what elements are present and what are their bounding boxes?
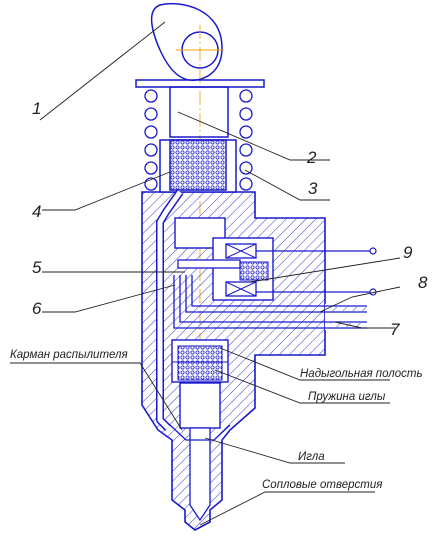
callout-8: 8 <box>418 273 428 292</box>
needle-guide <box>179 382 221 429</box>
callout-2: 2 <box>306 148 317 167</box>
needle-spring <box>177 345 223 381</box>
plunger-rod <box>169 86 229 138</box>
spray-pocket <box>169 424 231 441</box>
callout-9: 9 <box>403 243 413 262</box>
plunger <box>169 139 227 191</box>
valve-armature <box>177 259 241 269</box>
fuel-lines <box>173 275 365 329</box>
callout-4: 4 <box>32 202 41 221</box>
cam <box>150 2 224 81</box>
leader-lines <box>10 21 401 526</box>
needle <box>189 427 211 522</box>
control-chamber <box>174 217 226 249</box>
valve-spring <box>239 261 269 281</box>
label-needle-spring: Пружина иглы <box>308 391 386 403</box>
label-above-needle-cavity: Надыгольная полость <box>300 368 423 380</box>
callout-5: 5 <box>32 258 42 277</box>
label-spray-pocket: Карман распылителя <box>10 349 128 361</box>
callout-6: 6 <box>32 299 42 318</box>
injector-body <box>141 191 326 531</box>
label-nozzle-holes: Сопловые отверстия <box>262 479 382 491</box>
terminal-top <box>369 247 377 255</box>
callout-7: 7 <box>390 320 400 339</box>
callout-1: 1 <box>32 99 41 118</box>
callout-3: 3 <box>308 179 318 198</box>
return-spring <box>144 89 253 191</box>
label-needle: Игла <box>298 451 325 463</box>
